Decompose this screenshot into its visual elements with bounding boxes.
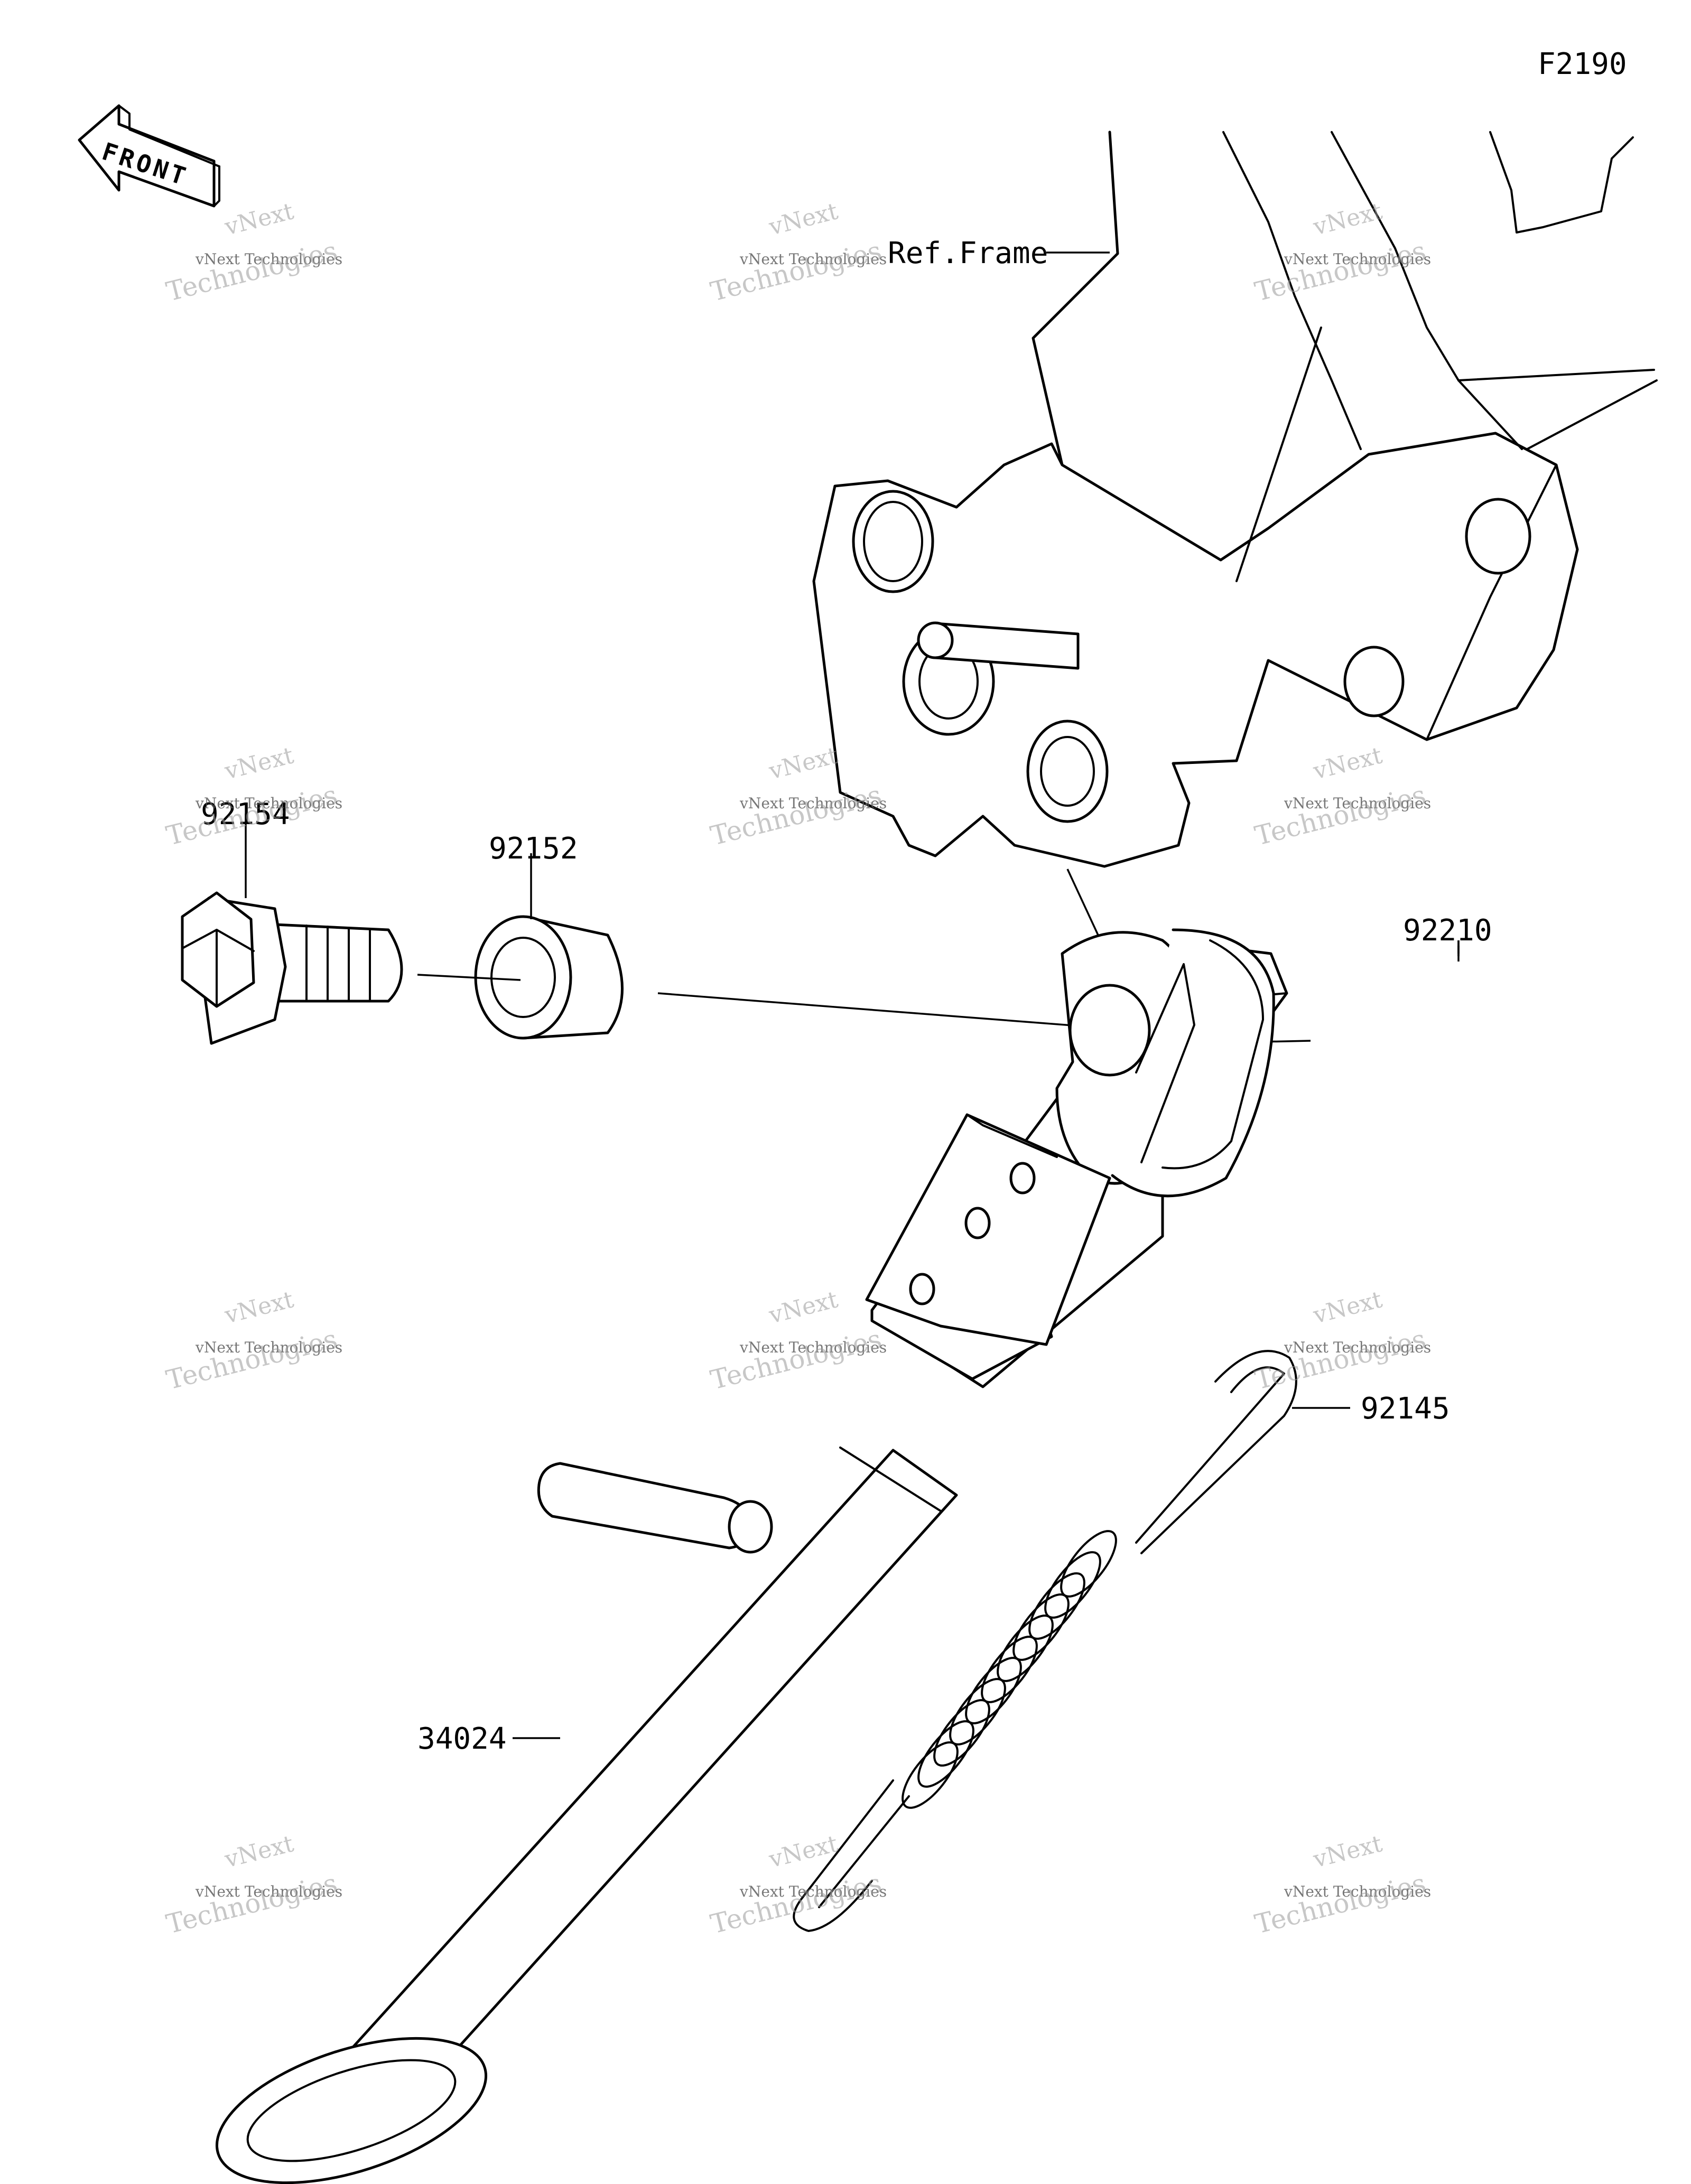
watermark-text: vNext Technologies [195,1883,342,1900]
watermark-text: vNext [1310,198,1385,241]
watermark-text: vNext [766,742,841,785]
watermark-text: Technologies [708,779,885,851]
watermark-text: vNext Technologies [739,1339,887,1356]
watermark-text: vNext Technologies [195,250,342,268]
watermark-text: vNext [766,1830,841,1873]
watermark-text: Technologies [708,1868,885,1939]
watermark-text: vNext [766,198,841,241]
watermark-text: Technologies [163,1323,340,1395]
spring-92145 [793,1350,1350,1932]
stand-part-number: 34024 [417,1722,507,1756]
watermark-text: Technologies [708,235,885,307]
watermark-text: vNext [766,1286,841,1329]
collar-92152 [417,853,1134,1040]
ref-frame [812,130,1658,868]
watermark-text: vNext Technologies [739,250,887,268]
watermark-text: vNext Technologies [1284,1339,1431,1356]
spring-part-number: 92145 [1361,1392,1450,1426]
watermark-text: Technologies [1252,235,1429,307]
nut-part-number: 92210 [1403,913,1492,948]
watermark-text: vNext Technologies [195,1339,342,1356]
watermark-text: Technologies [1252,779,1429,851]
watermark-text: Technologies [163,779,340,851]
collar-part-number: 92152 [489,832,578,866]
watermark-text: vNext [1310,742,1385,785]
watermark-text: vNext [221,198,296,241]
watermark-text: Technologies [708,1323,885,1395]
watermark-text: Technologies [1252,1868,1429,1939]
side-stand-34024 [215,928,1275,2184]
watermark-text: vNext Technologies [739,1883,887,1900]
watermark-text: Technologies [163,1868,340,1939]
watermark-text: vNext Technologies [195,795,342,812]
watermark-text: vNext [221,1286,296,1329]
spring-coils [902,1530,1117,1809]
watermark-text: Technologies [163,235,340,307]
watermark-text: vNext Technologies [1284,1883,1431,1900]
figure-code: F2190 [1538,47,1627,81]
bolt-part-number: 92154 [201,797,290,832]
watermark-text: vNext [221,742,296,785]
bolt-92154 [181,814,403,1045]
watermark-text: vNext Technologies [739,795,887,812]
watermark-text: vNext [1310,1286,1385,1329]
watermark-text: Technologies [1252,1323,1429,1395]
ref-frame-label: Ref.Frame [888,236,1048,270]
frame-to-stand-centerline [1066,869,1103,944]
watermark-text: vNext Technologies [1284,250,1431,268]
watermark-text: vNext [221,1830,296,1873]
watermark-text: vNext [1310,1830,1385,1873]
front-arrow-icon: FRONT [78,104,220,208]
watermark-text: vNext Technologies [1284,795,1431,812]
